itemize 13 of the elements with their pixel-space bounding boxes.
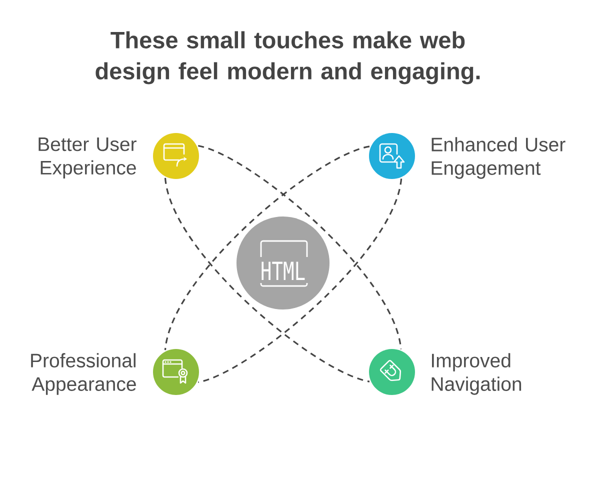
label: Improved Navigation xyxy=(432,353,522,395)
icon-circle xyxy=(369,133,415,179)
icon-circle xyxy=(153,349,199,395)
label: Professional Appearance xyxy=(31,353,136,395)
dashed-curve xyxy=(164,146,370,350)
label: Better User Experience xyxy=(38,138,136,178)
label: Enhanced User Engagement xyxy=(432,137,566,179)
icon-circle xyxy=(369,349,415,395)
dashed-curve xyxy=(164,178,370,382)
icon-circle xyxy=(153,133,199,179)
title: These small touches make web design feel modern and engaging. xyxy=(96,31,480,84)
dashed-curve xyxy=(198,178,402,384)
dashed-curve xyxy=(198,144,402,350)
